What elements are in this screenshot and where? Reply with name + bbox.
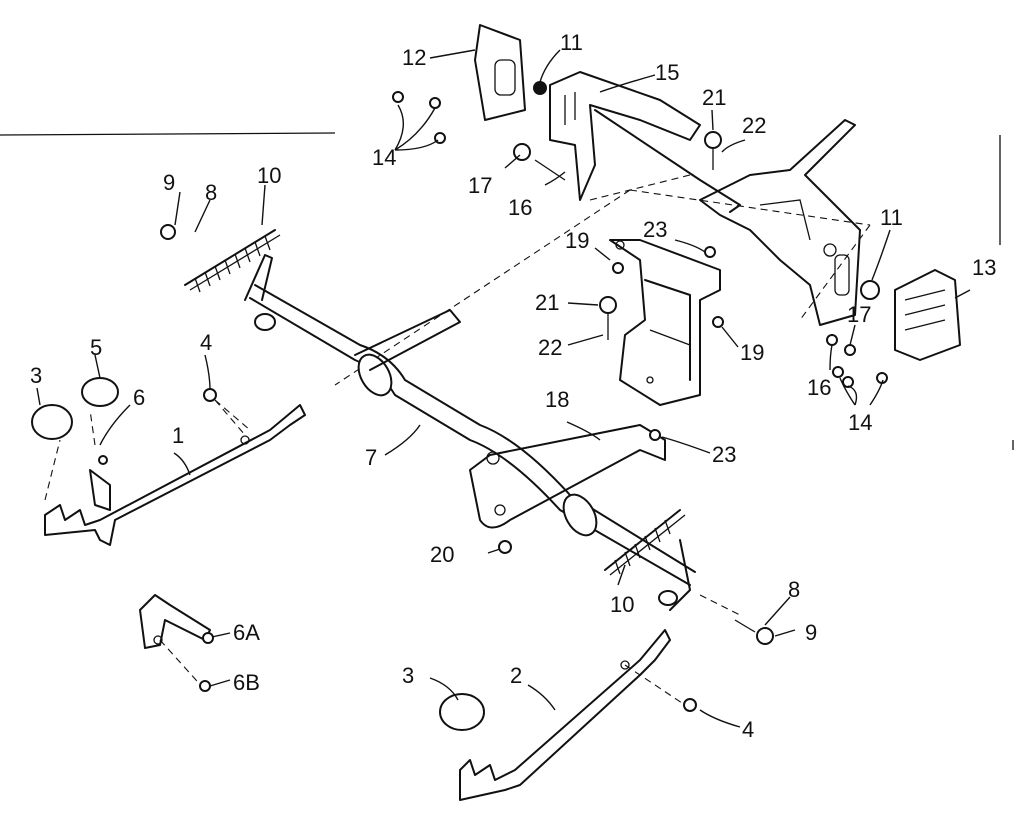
callout-17-left: 17 [468, 173, 492, 198]
callout-22-top: 22 [742, 113, 766, 138]
center-plate [609, 239, 721, 406]
callout-3-bottom: 3 [402, 663, 414, 688]
callout-21-center: 21 [535, 290, 559, 315]
right-side-bracket [860, 269, 961, 361]
callout-18: 18 [545, 387, 569, 412]
callout-7: 7 [365, 445, 377, 470]
callout-6b: 6B [233, 670, 260, 695]
knob-5 [81, 377, 119, 407]
callout-4-left: 4 [200, 330, 212, 355]
callout-19-top: 19 [565, 228, 589, 253]
callout-11-right: 11 [880, 205, 903, 230]
hardware-parts [98, 81, 888, 712]
callout-6a: 6A [233, 620, 260, 645]
callout-11-top: 11 [560, 30, 583, 55]
callout-10-left: 10 [257, 163, 281, 188]
callout-8-right: 8 [788, 577, 800, 602]
lever-1 [44, 404, 306, 546]
callout-10-right: 10 [610, 592, 634, 617]
callout-13: 13 [972, 255, 996, 280]
lever-2 [459, 629, 671, 801]
callout-9-right: 9 [805, 620, 817, 645]
callout-22-center: 22 [538, 335, 562, 360]
cross-shaft [244, 254, 696, 611]
callout-15: 15 [655, 60, 679, 85]
callout-20: 20 [430, 542, 454, 567]
callout-6: 6 [133, 385, 145, 410]
callout-3-left: 3 [30, 363, 42, 388]
callout-16-left: 16 [508, 195, 532, 220]
callout-8-left: 8 [205, 180, 217, 205]
callout-labels: 1 2 3 3 4 4 5 6 6A 6B 7 8 8 9 9 10 10 11… [30, 30, 996, 742]
callout-23-top: 23 [643, 217, 667, 242]
lever-6a [139, 594, 211, 649]
knob-3-left [31, 404, 73, 440]
callout-21-top: 21 [702, 85, 726, 110]
callout-1: 1 [172, 423, 184, 448]
callout-16-right: 16 [807, 375, 831, 400]
callout-12: 12 [402, 45, 426, 70]
leader-lines [36, 49, 971, 728]
callout-2: 2 [510, 663, 522, 688]
callout-4-bottom: 4 [742, 717, 754, 742]
callout-17-right: 17 [847, 302, 871, 327]
assembly-plane-outline [44, 174, 871, 706]
callout-14-right: 14 [848, 410, 872, 435]
callout-14-left: 14 [372, 145, 396, 170]
knob-3-bottom [439, 693, 485, 731]
callout-9-left: 9 [163, 170, 175, 195]
border-line-left [0, 132, 336, 136]
upper-left-bracket [474, 24, 741, 213]
callout-5: 5 [90, 335, 102, 360]
spring-10-right [604, 509, 686, 576]
upper-right-bracket [699, 119, 861, 326]
callout-23-right: 23 [712, 442, 736, 467]
spring-10-left [184, 229, 281, 293]
callout-19-right: 19 [740, 340, 764, 365]
bracket-plate [469, 424, 666, 529]
